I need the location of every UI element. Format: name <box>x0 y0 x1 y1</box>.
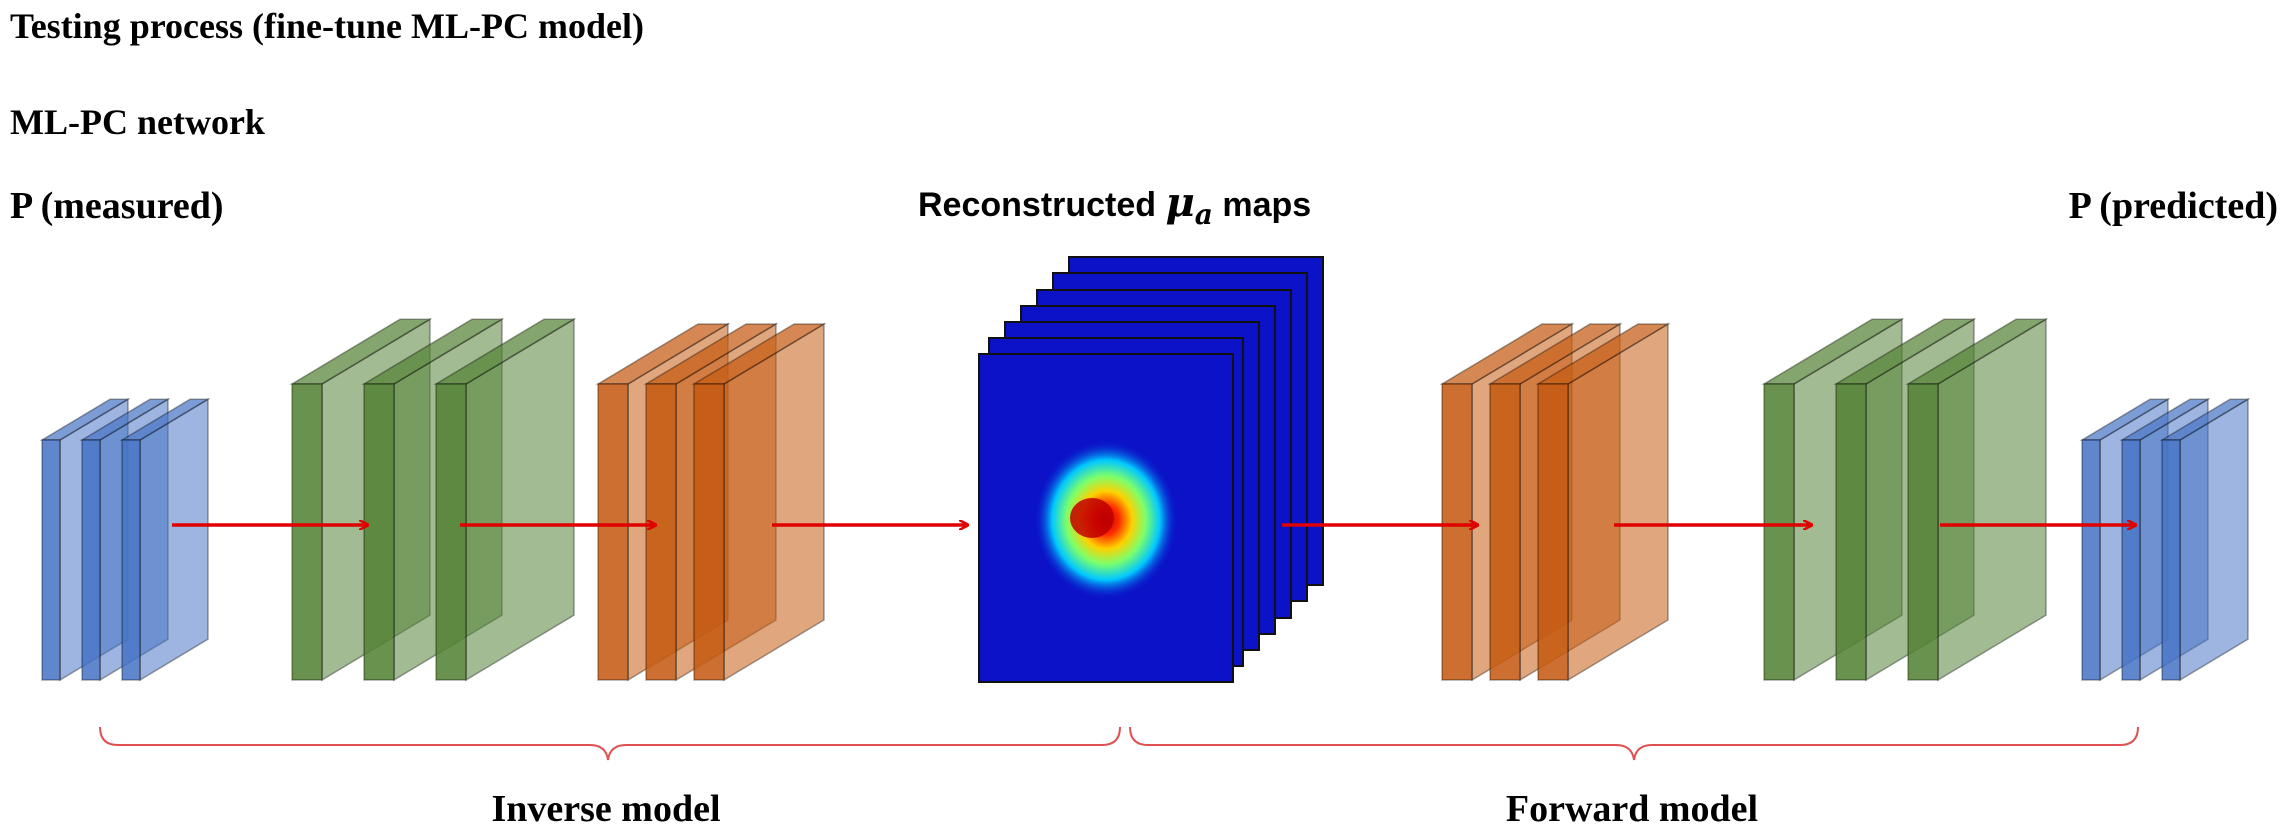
forward-orange-layers-layer-1-front <box>1441 383 1473 681</box>
output-layers-layer-3-front <box>2161 439 2181 681</box>
input-layers-layer-1-front <box>41 439 61 681</box>
input-layers <box>39 397 211 682</box>
output-layers-layer-2-front <box>2121 439 2141 681</box>
forward-orange-layers <box>1439 322 1671 682</box>
inverse-model-label: Inverse model <box>491 788 720 830</box>
input-layers-layer-3-side <box>139 397 209 682</box>
output-layers-layer-1-front <box>2081 439 2101 681</box>
reconstructed-maps-stack <box>978 256 1324 683</box>
forward-green-layers-layer-3-front <box>1907 383 1939 681</box>
input-layers-layer-2-front <box>81 439 101 681</box>
inverse-green-layers-layer-1-front <box>291 383 323 681</box>
maps-label: Reconstructed μa maps <box>918 179 1311 231</box>
diagram-subtitle: ML-PC network <box>10 102 265 142</box>
diagram-title: Testing process (fine-tune ML-PC model) <box>10 6 644 46</box>
inverse-orange-layers-layer-3-front <box>693 383 725 681</box>
forward-green-layers <box>1761 317 2049 682</box>
forward-model-label: Forward model <box>1506 788 1758 830</box>
output-layers-layer-3-side <box>2179 397 2249 682</box>
forward-orange-layers-layer-3-side <box>1567 322 1669 682</box>
inverse-orange-layers-layer-1-front <box>597 383 629 681</box>
forward-orange-layers-layer-3-front <box>1537 383 1569 681</box>
input-label: P (measured) <box>10 185 224 227</box>
inverse-orange-layers-layer-3-side <box>723 322 825 682</box>
inverse-orange-layers-layer-2-front <box>645 383 677 681</box>
inverse-green-layers-layer-3-front <box>435 383 467 681</box>
forward-green-layers-layer-2-front <box>1835 383 1867 681</box>
forward-model-bracket <box>1129 726 2139 761</box>
output-layers <box>2079 397 2251 682</box>
absorption-heat-core <box>1070 498 1114 538</box>
inverse-green-layers <box>289 317 577 682</box>
inverse-model-bracket <box>99 726 1121 761</box>
forward-orange-layers-layer-2-front <box>1489 383 1521 681</box>
input-layers-layer-3-front <box>121 439 141 681</box>
forward-green-layers-layer-1-front <box>1763 383 1795 681</box>
layer-stacks <box>39 317 2251 682</box>
inverse-green-layers-layer-2-front <box>363 383 395 681</box>
inverse-orange-layers <box>595 322 827 682</box>
output-label: P (predicted) <box>2069 185 2278 227</box>
